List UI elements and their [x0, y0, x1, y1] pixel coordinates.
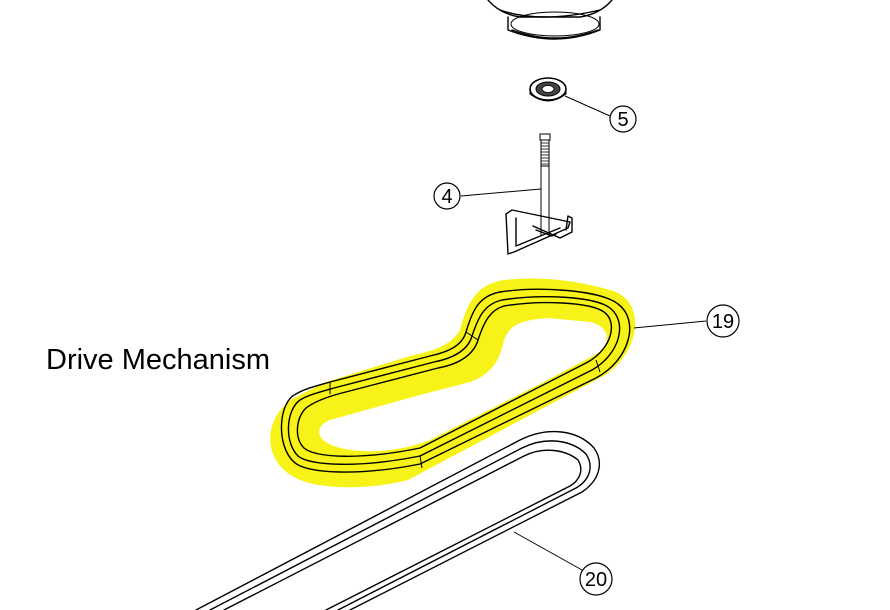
diagram-title: Drive Mechanism	[46, 344, 270, 376]
callout-19-label: 19	[712, 311, 734, 333]
callout-20-label: 20	[585, 569, 607, 591]
leader-line-19	[633, 320, 707, 329]
callout-20: 20	[579, 562, 613, 596]
belt-19-part	[280, 288, 631, 473]
callout-19: 19	[706, 304, 740, 338]
callout-5-label: 5	[617, 109, 628, 131]
leader-line-20	[513, 531, 583, 571]
belt-20-part	[195, 430, 601, 610]
bolt-bracket-part	[505, 133, 573, 255]
leader-line-5	[564, 95, 611, 117]
leader-line-4	[460, 188, 542, 197]
bearing-part	[529, 77, 567, 102]
callout-4: 4	[433, 182, 461, 210]
highlight-marker	[270, 278, 636, 488]
callout-4-label: 4	[441, 186, 452, 208]
callout-5: 5	[609, 105, 637, 133]
pulley-part	[487, 0, 613, 40]
